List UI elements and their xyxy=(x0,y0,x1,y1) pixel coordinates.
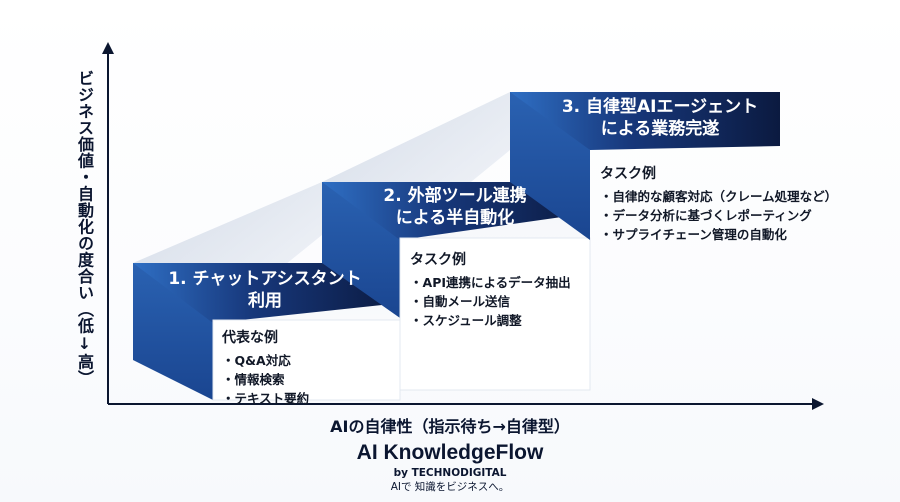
step-1-top xyxy=(133,263,401,323)
list-item: API連携によるデータ抽出 xyxy=(410,273,571,292)
step-3-examples: タスク例 自律的な顧客対応（クレーム処理など） データ分析に基づくレポーティング… xyxy=(600,163,837,244)
brand-block: AI KnowledgeFlow by TECHNODIGITAL AIで 知識… xyxy=(250,440,650,494)
step-2-title-line1: 2. 外部ツール連携 xyxy=(383,186,527,206)
list-item: 情報検索 xyxy=(222,370,309,389)
list-item: サプライチェーン管理の自動化 xyxy=(600,225,837,244)
step-3-riser xyxy=(510,92,590,240)
x-axis-arrowhead xyxy=(812,398,824,410)
step-1-riser xyxy=(133,263,213,400)
step-2-examples-heading: タスク例 xyxy=(410,252,466,268)
step-1-title-line1: 1. チャットアシスタント xyxy=(168,269,362,289)
step-2-title: 2. 外部ツール連携 による半自動化 xyxy=(350,185,560,229)
step-3-title-line1: 3. 自律型AIエージェント xyxy=(561,97,759,117)
list-item: 自動メール送信 xyxy=(410,292,571,311)
step-1-title-line2: 利用 xyxy=(248,291,282,311)
step-2-top xyxy=(322,182,590,240)
x-axis-label: AIの自律性（指示待ち→自律型） xyxy=(330,417,570,436)
step-3-top xyxy=(510,92,780,150)
list-item: データ分析に基づくレポーティング xyxy=(600,206,837,225)
step-2-riser xyxy=(322,182,400,318)
step-1-examples-heading: 代表な例 xyxy=(222,330,278,346)
brand-byline: by TECHNODIGITAL xyxy=(393,467,507,479)
step-3-title-line2: による業務完遂 xyxy=(600,119,720,139)
step-3-title: 3. 自律型AIエージェント による業務完遂 xyxy=(555,96,765,140)
step-2-examples: タスク例 API連携によるデータ抽出 自動メール送信 スケジュール調整 xyxy=(410,249,571,330)
brand-tagline: AIで 知識をビジネスへ。 xyxy=(390,481,510,493)
list-item: スケジュール調整 xyxy=(410,311,571,330)
y-axis-arrowhead xyxy=(102,42,114,54)
step-1-examples: 代表な例 Q&A対応 情報検索 テキスト要約 xyxy=(222,327,309,408)
step-2-title-line2: による半自動化 xyxy=(395,208,515,228)
step-3-examples-heading: タスク例 xyxy=(600,166,656,182)
y-axis-label: ビジネス価値・自動化の度合い（低↓高） xyxy=(75,70,94,387)
list-item: 自律的な顧客対応（クレーム処理など） xyxy=(600,187,838,206)
step-1-title: 1. チャットアシスタント 利用 xyxy=(160,268,370,312)
list-item: Q&A対応 xyxy=(222,351,309,370)
brand-name: AI KnowledgeFlow xyxy=(356,441,544,464)
list-item: テキスト要約 xyxy=(222,389,310,408)
